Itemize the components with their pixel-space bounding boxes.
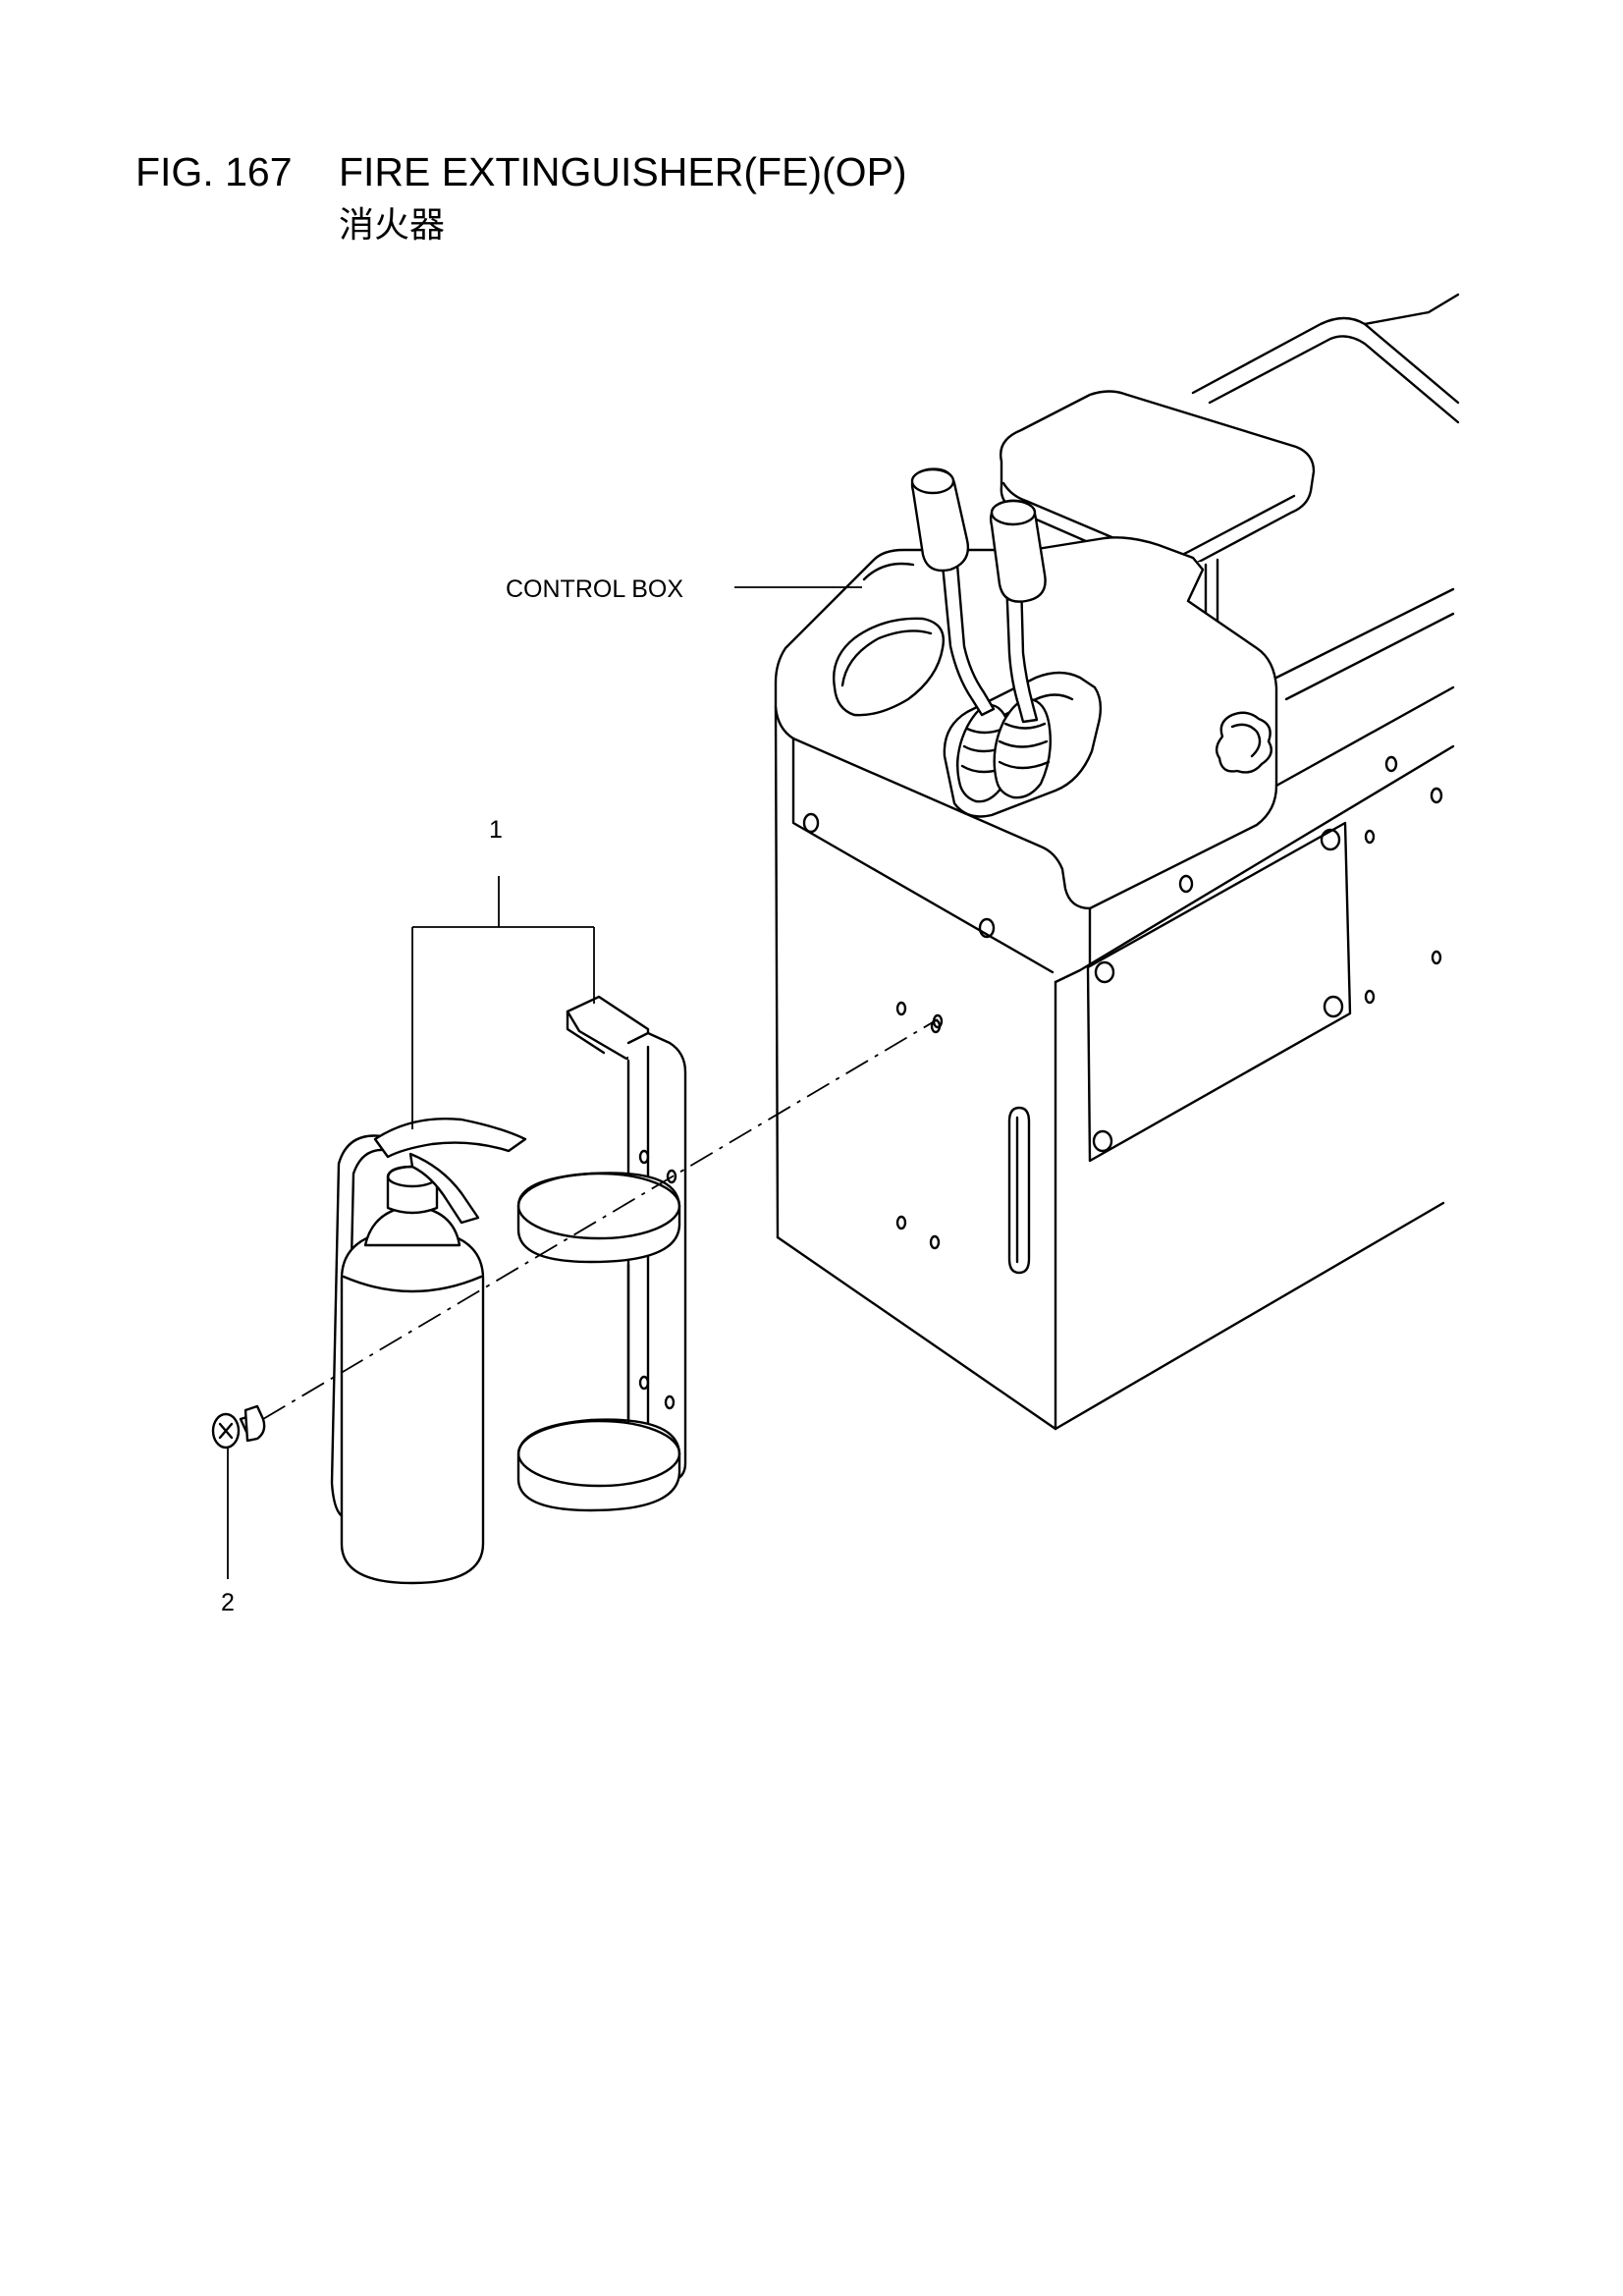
- control-box-label: CONTROL BOX: [506, 575, 683, 603]
- part-number-2: 2: [221, 1589, 235, 1616]
- figure-title: FIRE EXTINGUISHER(FE)(OP): [339, 149, 907, 194]
- mounting-axis-line: [262, 1018, 939, 1420]
- bolt-screw: [211, 1404, 266, 1449]
- part-number-1: 1: [489, 816, 503, 844]
- control-box: [774, 536, 1455, 1431]
- seat-frame: [1191, 293, 1460, 701]
- control-levers: [910, 467, 1047, 724]
- callout-leaders: [227, 586, 862, 1579]
- figure-subtitle: 消火器: [339, 205, 446, 246]
- extinguisher-bracket: [516, 995, 687, 1512]
- fire-extinguisher: [330, 1118, 527, 1585]
- figure-number: FIG. 167: [135, 149, 293, 194]
